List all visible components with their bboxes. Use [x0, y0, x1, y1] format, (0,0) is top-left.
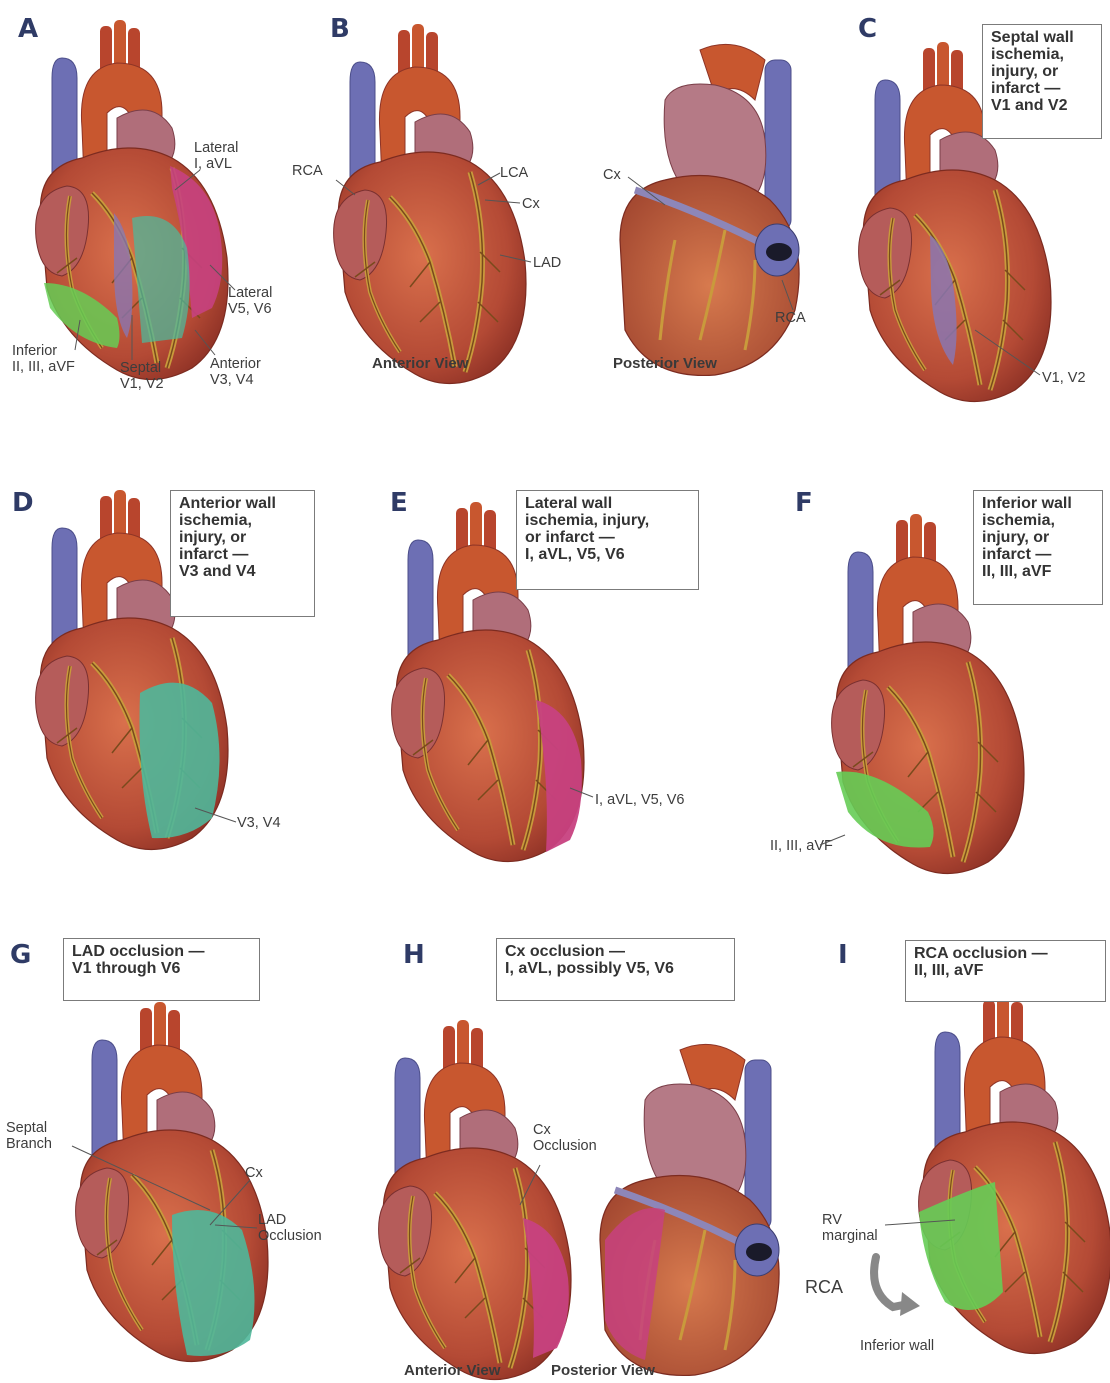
label-inferior-wall: Inferior wall — [860, 1338, 934, 1354]
heart-posterior-view-h — [585, 1040, 795, 1340]
panel-label-i: I — [838, 940, 848, 970]
callout-i: RCA occlusion —II, III, aVF — [905, 940, 1106, 1002]
label-leads-c: V1, V2 — [1042, 370, 1086, 386]
panel-label-f: F — [795, 488, 813, 518]
label-cx-g: Cx — [245, 1165, 263, 1181]
anterior-region — [140, 683, 220, 839]
heart-anterior-view-b — [320, 22, 550, 352]
panel-label-g: G — [10, 940, 31, 970]
caption-anterior-view-bottom: Anterior View — [404, 1362, 500, 1379]
heart-illustration-i — [905, 992, 1110, 1322]
label-leads-f: II, III, aVF — [770, 838, 833, 854]
label-cx: Cx — [522, 196, 540, 212]
caption-posterior-view-bottom: Posterior View — [551, 1362, 655, 1379]
heart-anterior-view-h — [365, 1018, 595, 1338]
heart-illustration-a — [22, 18, 252, 398]
label-leads-e: I, aVL, V5, V6 — [595, 792, 684, 808]
caption-posterior-view: Posterior View — [613, 355, 717, 372]
callout-h: Cx occlusion —I, aVL, possibly V5, V6 — [496, 938, 735, 1001]
label-leads-d: V3, V4 — [237, 815, 281, 831]
panel-label-h: H — [403, 940, 425, 970]
callout-g: LAD occlusion —V1 through V6 — [63, 938, 260, 1001]
heart-posterior-view-b — [605, 40, 815, 340]
heart-illustration-g — [62, 1000, 292, 1365]
label-rca-posterior: RCA — [775, 310, 806, 326]
caption-anterior-view: Anterior View — [372, 355, 468, 372]
label-cx-posterior: Cx — [603, 167, 621, 183]
label-lca: LCA — [500, 165, 528, 181]
anterior-region — [172, 1210, 255, 1356]
label-lad: LAD — [533, 255, 561, 271]
label-rca: RCA — [292, 163, 323, 179]
label-rca-i: RCA — [805, 1279, 843, 1295]
